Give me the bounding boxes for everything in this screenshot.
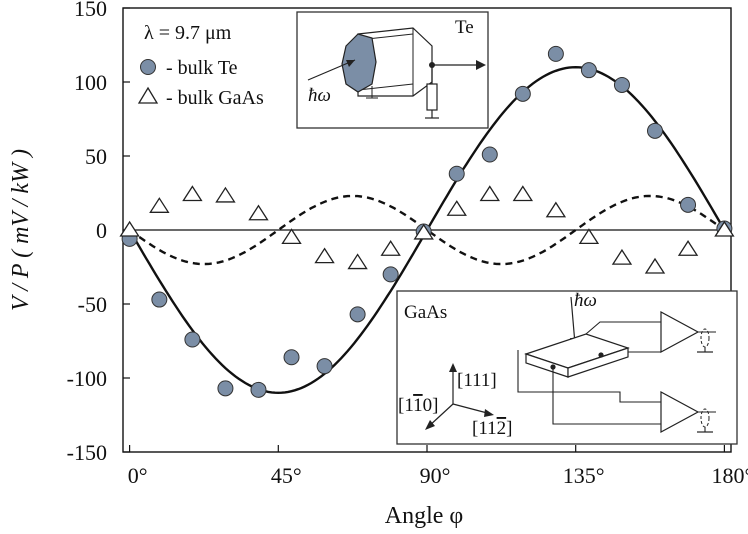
y-axis-label: V / P ( mV / kW ) — [8, 149, 34, 311]
data-point-te — [382, 266, 399, 283]
data-point-te — [184, 331, 201, 348]
data-point-gaas — [446, 200, 467, 216]
x-tick-label: 0° — [128, 463, 148, 488]
y-tick-label: 0 — [96, 218, 107, 243]
te-load-resistor — [426, 83, 438, 111]
y-tick-label: -150 — [67, 440, 107, 465]
data-point-gaas — [215, 186, 236, 203]
data-point-gaas — [248, 204, 269, 221]
data-point-te — [613, 76, 630, 93]
data-point-gaas — [314, 247, 335, 264]
data-point-gaas — [512, 185, 534, 202]
gaas-amplifier-bottom — [660, 390, 700, 434]
legend-marker-te — [140, 59, 156, 75]
legend-label-gaas: - bulk GaAs — [166, 87, 264, 109]
data-point-te — [647, 122, 663, 139]
te-photon-label: ħω — [308, 85, 331, 106]
data-point-gaas — [644, 257, 666, 274]
gaas-slab-side — [567, 347, 629, 378]
data-point-gaas — [714, 220, 735, 237]
data-point-gaas — [413, 223, 434, 240]
x-tick-label: 45° — [271, 463, 302, 488]
data-point-gaas — [119, 220, 140, 237]
data-point-te — [349, 306, 366, 323]
y-tick-label: -50 — [78, 292, 107, 317]
gaas-photon-arrow — [570, 296, 576, 345]
legend-marker-gaas — [137, 86, 159, 104]
x-tick-label: 135° — [563, 463, 605, 488]
data-point-te — [151, 291, 168, 308]
x-tick-label: 90° — [420, 463, 451, 488]
data-points — [119, 45, 735, 398]
data-point-gaas — [149, 197, 170, 213]
axis-label-1m10: [110] — [398, 395, 438, 416]
axes-layer: 150 100 50 0 -50 -100 -150 0° 45° 90° 135° 180° — [67, 0, 748, 488]
data-point-te — [514, 85, 531, 102]
y-tick-label: -100 — [67, 366, 107, 391]
data-point-te — [481, 146, 498, 163]
gaas-inset: GaAs ħω [111] [110] [112] — [396, 290, 738, 445]
data-point-te — [448, 165, 465, 182]
te-crystal-face — [341, 33, 377, 93]
y-tick-label: 50 — [85, 144, 107, 169]
axis-label-111: [111] — [457, 370, 497, 391]
data-point-gaas — [545, 201, 567, 218]
data-point-te — [547, 45, 564, 62]
axis-label-11m2: [112] — [472, 418, 512, 439]
data-point-gaas — [347, 253, 368, 270]
te-inset: ħω Te — [296, 11, 489, 129]
legend: λ = 9.7 μm - bulk Te - bulk GaAs — [137, 22, 264, 109]
data-point-gaas — [380, 240, 401, 256]
legend-label-te: - bulk Te — [166, 57, 238, 79]
data-point-te — [580, 62, 597, 79]
te-photon-arrow — [307, 59, 356, 81]
data-point-te — [217, 380, 234, 397]
x-tick-label: 180° — [711, 463, 748, 488]
x-axis-label: Angle φ — [385, 503, 464, 529]
data-point-gaas — [182, 185, 203, 202]
data-point-te — [250, 381, 267, 398]
data-point-gaas — [578, 228, 600, 245]
te-inset-label: Te — [455, 17, 474, 38]
gaas-amplifier-top — [660, 310, 700, 354]
data-point-gaas — [611, 248, 633, 265]
wavelength-annotation: λ = 9.7 μm — [144, 22, 232, 44]
y-tick-label: 100 — [74, 70, 107, 95]
data-point-gaas — [479, 185, 500, 202]
gaas-inset-label: GaAs — [404, 302, 447, 323]
data-point-te — [283, 349, 300, 366]
y-tick-label: 150 — [74, 0, 107, 21]
data-point-te — [316, 358, 333, 375]
gaas-photon-label: ħω — [574, 290, 597, 311]
data-point-gaas — [281, 228, 302, 245]
fit-curve-gaas — [128, 194, 726, 266]
data-point-gaas — [677, 240, 699, 256]
data-point-te — [680, 196, 697, 213]
